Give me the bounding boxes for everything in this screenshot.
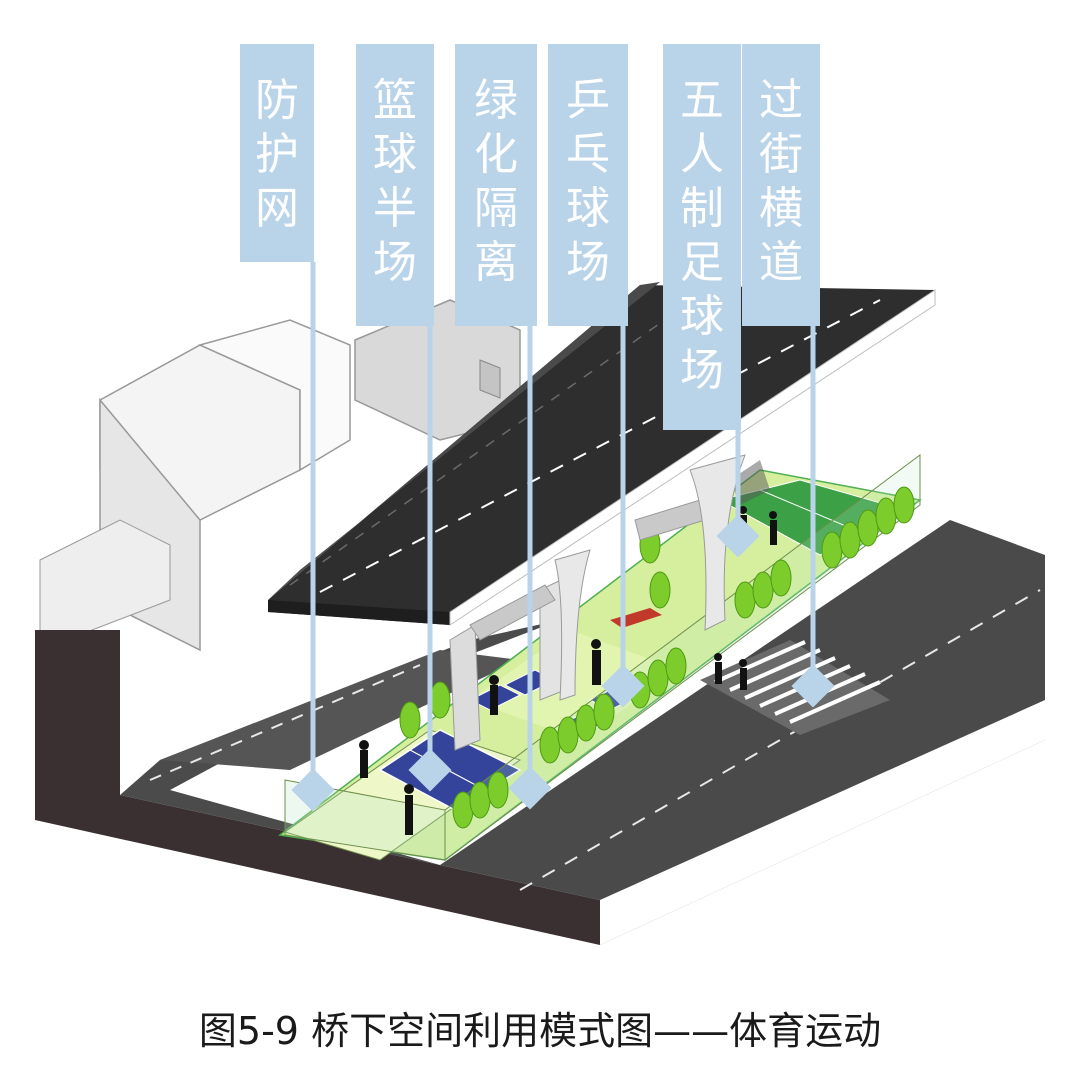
label-character: 离	[474, 237, 518, 288]
label-character: 足	[680, 237, 724, 288]
label-character: 化	[474, 129, 518, 180]
label-basketball-text: 篮球半场	[373, 74, 417, 290]
label-character: 五	[680, 75, 724, 126]
pointer-diamond-basketball	[408, 748, 452, 792]
label-green-text: 绿化隔离	[474, 74, 518, 290]
people-silhouettes	[359, 506, 777, 835]
figure-caption: 图5-9 桥下空间利用模式图——体育运动	[198, 1009, 882, 1053]
bridge-piers	[449, 454, 746, 751]
label-fence-text: 防护网	[255, 74, 299, 236]
label-basketball-half-court: 篮球半场	[356, 44, 434, 326]
pointer-diamond-green	[508, 766, 552, 810]
label-character: 半	[373, 183, 417, 234]
label-character: 篮	[373, 75, 417, 126]
label-character: 乒	[566, 75, 610, 126]
label-pointers	[291, 262, 835, 812]
pointer-diamond-football	[716, 514, 760, 558]
label-character: 网	[255, 183, 299, 234]
label-character: 球	[680, 291, 724, 342]
pointer-diamond-crosswalk	[791, 664, 835, 708]
label-character: 场	[680, 345, 724, 396]
elevated-bridge	[268, 282, 936, 626]
label-pingpong-court: 乒乓球场	[548, 44, 628, 326]
green-isolation-trees	[399, 486, 915, 829]
label-character: 场	[373, 237, 417, 288]
label-football-court: 五人制足球场	[663, 44, 741, 430]
label-crosswalk-text: 过街横道	[759, 74, 803, 290]
pointer-diamond-pingpong	[601, 664, 645, 708]
label-character: 过	[759, 75, 803, 126]
label-crosswalk: 过街横道	[742, 44, 820, 326]
label-character: 道	[759, 237, 803, 288]
pointer-diamond-fence	[291, 768, 335, 812]
label-character: 乓	[566, 129, 610, 180]
label-character: 绿	[474, 75, 518, 126]
label-character: 防	[255, 75, 299, 126]
label-character: 横	[759, 183, 803, 234]
label-character: 人	[680, 129, 724, 180]
label-pingpong-text: 乒乓球场	[566, 74, 610, 290]
label-character: 街	[759, 129, 803, 180]
label-character: 制	[680, 183, 724, 234]
label-character: 护	[255, 129, 299, 180]
label-character: 球	[373, 129, 417, 180]
label-fence: 防护网	[240, 44, 314, 262]
label-green-isolation: 绿化隔离	[455, 44, 537, 326]
label-character: 球	[566, 183, 610, 234]
label-football-text: 五人制足球场	[680, 74, 724, 398]
label-character: 隔	[474, 183, 518, 234]
label-character: 场	[566, 237, 610, 288]
